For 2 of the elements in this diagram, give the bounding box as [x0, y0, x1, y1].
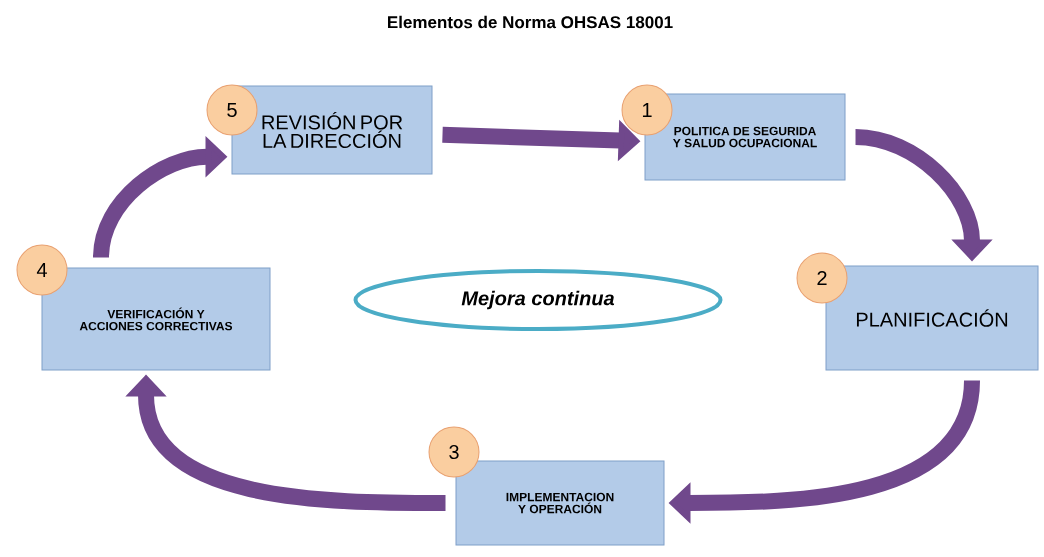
- process-box: IMPLEMENTACION Y OPERACIÓN: [455, 460, 665, 546]
- title: Elementos de Norma OHSAS 18001: [388, 15, 673, 29]
